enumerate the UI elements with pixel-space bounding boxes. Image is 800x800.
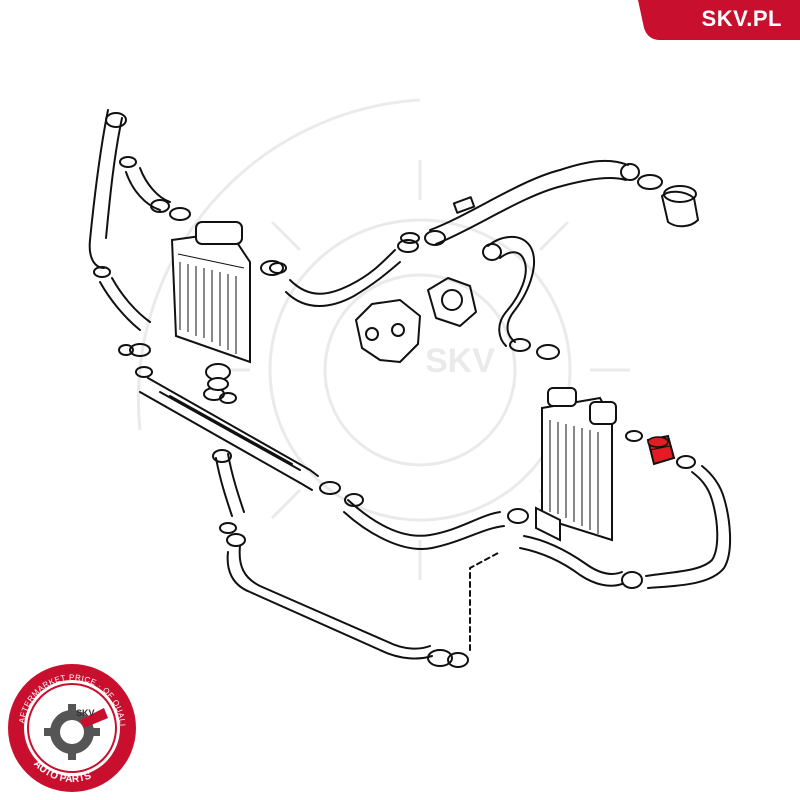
hose-right-lower	[519, 535, 623, 587]
highlighted-coupling-hose	[646, 434, 676, 466]
skv-auto-parts-seal: SKV AFTERMARKET PRICE · OF QUALITY · AUT…	[4, 660, 136, 792]
gear-watermark	[136, 98, 630, 580]
hose-bottom-left	[215, 453, 245, 517]
hose-left-upper	[88, 109, 123, 269]
intercooler-left	[170, 221, 251, 391]
intake-flange	[355, 299, 421, 363]
hose-center-right	[487, 236, 535, 347]
svg-text:SKV: SKV	[76, 708, 95, 718]
intercooler-right	[535, 387, 617, 542]
leader-dashed	[469, 551, 501, 651]
hose-right-short	[661, 190, 699, 228]
brand-tab	[638, 0, 800, 40]
throttle-body	[427, 277, 477, 327]
hose-upper-long	[285, 249, 401, 307]
hose-lower-middle	[343, 499, 505, 550]
metal-pipe-bottom	[226, 545, 433, 660]
watermark-text: SKV	[425, 342, 495, 380]
metal-pipe-diagonal	[139, 377, 319, 491]
brand-logo-text[interactable]: SKV.PL	[701, 6, 782, 31]
hoses-and-pipes	[88, 109, 732, 668]
